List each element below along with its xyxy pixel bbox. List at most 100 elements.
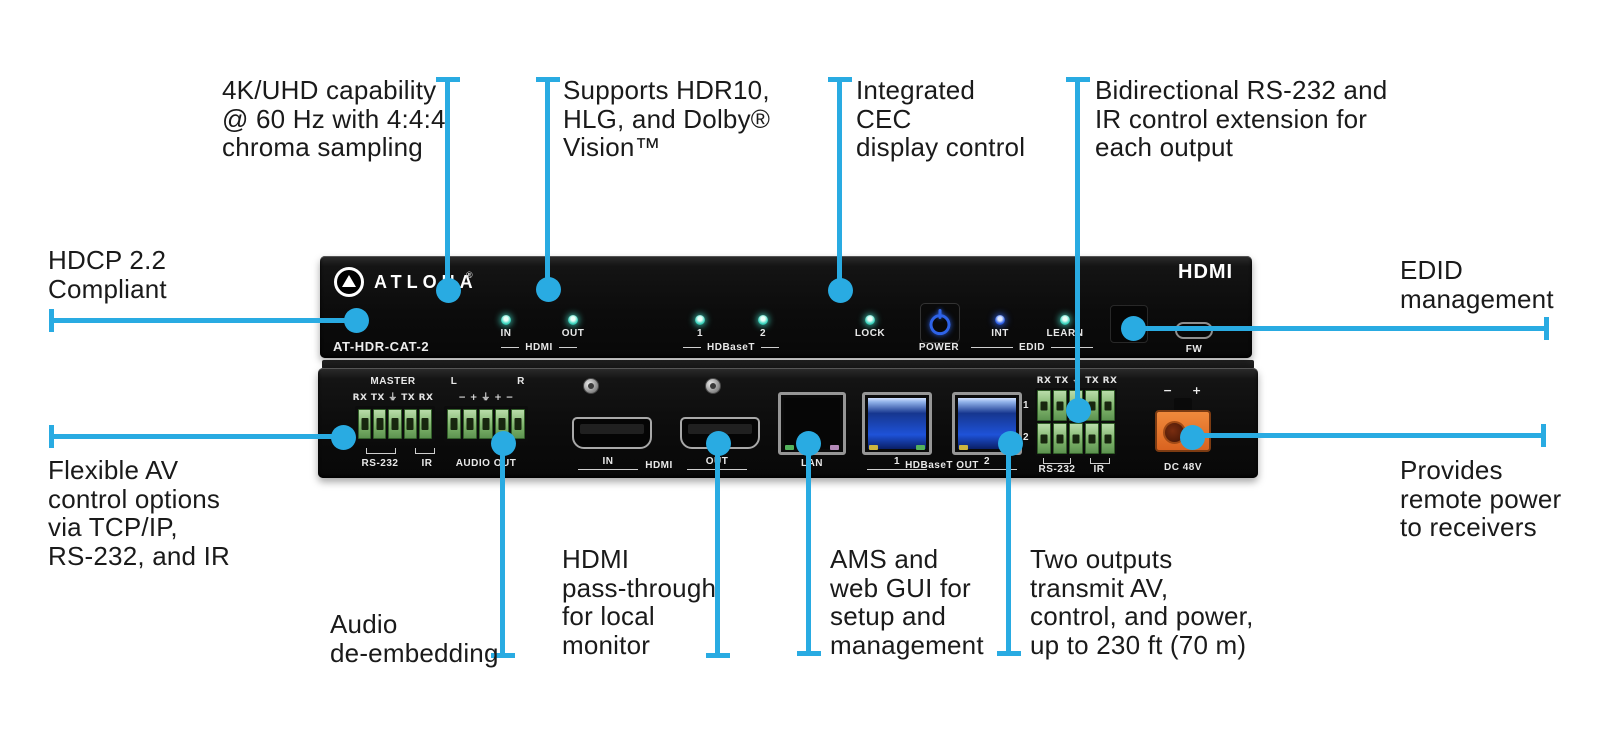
master-rs232-label: RS-232	[361, 458, 399, 469]
brand-wordmark: ATLONA	[374, 272, 478, 292]
callout-dot	[491, 431, 516, 456]
rear-panel-top-edge	[322, 360, 1254, 369]
callout-dot	[706, 431, 731, 456]
callout-dot	[796, 431, 821, 456]
power-button[interactable]	[920, 303, 960, 343]
callout-cap	[706, 653, 730, 658]
screw-icon	[583, 378, 599, 394]
callout-dot	[1180, 425, 1205, 450]
terminal-pin	[479, 409, 493, 439]
audio-pinout-label: − + ⏚ + −	[458, 393, 514, 403]
callout-line	[1075, 77, 1080, 410]
hdmi-group-label: HDMI	[645, 460, 673, 471]
callout-flexible-control-text: Flexible AV control options via TCP/IP, …	[48, 455, 231, 571]
hdbaset-2-led	[758, 315, 768, 325]
control-rs232-bracket	[1043, 458, 1071, 464]
master-title: MASTER	[370, 376, 416, 387]
terminal-pin	[418, 409, 433, 439]
hdbaset-out-1-opening	[868, 398, 926, 449]
callout-dot	[1066, 398, 1091, 423]
hdbaset-2-led-label: 2	[759, 328, 767, 339]
audio-r-label: R	[517, 376, 525, 387]
callout-line	[1133, 326, 1547, 331]
terminal-pin	[1101, 423, 1115, 454]
callout-hdmi-passthrough-text: HDMI pass-through for local monitor	[562, 544, 717, 660]
control-ir-label: IR	[1093, 464, 1105, 475]
terminal-pin	[1037, 423, 1051, 454]
control-ir-bracket	[1090, 458, 1110, 464]
terminal-pin	[403, 409, 417, 439]
hdbaset-1-link-led	[916, 445, 925, 450]
callout-cap	[1544, 317, 1549, 340]
hdbaset-2-port-label: 2	[957, 456, 1017, 470]
callout-cap	[997, 651, 1021, 656]
audio-out-terminal[interactable]	[444, 406, 528, 442]
control-row-1-label: 1	[1022, 400, 1030, 411]
screw-icon	[705, 378, 721, 394]
callout-remote-power-text: Provides remote power to receivers	[1400, 455, 1562, 542]
callout-line	[1192, 433, 1544, 438]
lock-led	[865, 315, 875, 325]
edid-learn-led-label: LEARN	[1046, 328, 1084, 339]
callout-hdr-text: Supports HDR10, HLG, and Dolby® Vision™	[563, 75, 771, 162]
power-icon-bar	[938, 309, 942, 319]
hdbaset-out-group-label: HDBaseT OUT	[905, 460, 979, 471]
hdbaset-1-status-led	[869, 445, 878, 450]
callout-dot	[344, 308, 369, 333]
callout-dot	[436, 278, 461, 303]
dc-48v-label: DC 48V	[1163, 462, 1202, 473]
callout-line	[51, 434, 335, 439]
dc-connector-tab	[1174, 398, 1192, 411]
callout-line	[1006, 443, 1011, 653]
control-row-2-label: 2	[1022, 432, 1030, 443]
terminal-pin	[1101, 390, 1115, 421]
rear-panel: MASTER RX TX ⏚ TX RX RS-232 IR L R − + ⏚…	[318, 368, 1258, 478]
hdmi-in-port-label: IN	[578, 456, 638, 470]
terminal-pin	[1069, 423, 1083, 454]
callout-dot	[828, 278, 853, 303]
hdmi-in-led-label: IN	[500, 328, 512, 339]
hdbaset-1-port-label: 1	[867, 456, 927, 470]
terminal-pin	[1053, 390, 1067, 421]
terminal-pin	[1053, 423, 1067, 454]
rs232-bracket	[366, 448, 396, 454]
edid-group-label: EDID	[947, 342, 1117, 353]
edid-int-led-label: INT	[991, 328, 1009, 339]
atlona-logo-triangle-icon	[342, 275, 356, 288]
callout-dot	[536, 277, 561, 302]
callout-ams-webgui-text: AMS and web GUI for setup and management	[830, 544, 984, 660]
hdbaset-out-1-port[interactable]	[862, 392, 932, 455]
lock-led-label: LOCK	[854, 328, 886, 339]
master-pinout-label: RX TX ⏚ TX RX	[352, 393, 434, 403]
edid-learn-led	[1060, 315, 1070, 325]
callout-cap	[1541, 424, 1546, 447]
power-button-label: POWER	[918, 342, 960, 353]
callout-two-outputs-text: Two outputs transmit AV, control, and po…	[1030, 544, 1254, 660]
hdbaset-out-2-port[interactable]	[952, 392, 1022, 455]
callout-uhd-text: 4K/UHD capability @ 60 Hz with 4:4:4 chr…	[222, 75, 446, 162]
terminal-pin	[1037, 390, 1051, 421]
hdmi-in-port[interactable]	[572, 417, 652, 449]
dc-plus-label: +	[1192, 384, 1202, 397]
hdbaset-led-group-label: HDBaseT	[671, 342, 791, 353]
terminal-pin	[447, 409, 461, 439]
ir-bracket	[415, 448, 435, 454]
dc-minus-label: −	[1163, 384, 1173, 397]
hdmi-out-led	[568, 315, 578, 325]
callout-audio-deembedding-text: Audio de-embedding	[330, 609, 499, 668]
callout-line	[545, 77, 550, 289]
hdbaset-1-led-label: 1	[696, 328, 704, 339]
brand-registered-mark: ®	[466, 270, 473, 280]
lan-port-label: LAN	[800, 458, 824, 469]
callout-line	[500, 443, 505, 655]
hdmi-out-led-label: OUT	[561, 328, 585, 339]
lan-activity-led	[785, 445, 794, 450]
lan-link-led	[830, 445, 839, 450]
terminal-pin	[388, 409, 402, 439]
callout-cap	[797, 651, 821, 656]
master-rs232-ir-terminal[interactable]	[355, 406, 435, 442]
callout-edid-management-text: EDID management	[1400, 255, 1554, 314]
callout-dot	[331, 425, 356, 450]
terminal-pin	[463, 409, 477, 439]
fw-port-label: FW	[1185, 344, 1203, 355]
